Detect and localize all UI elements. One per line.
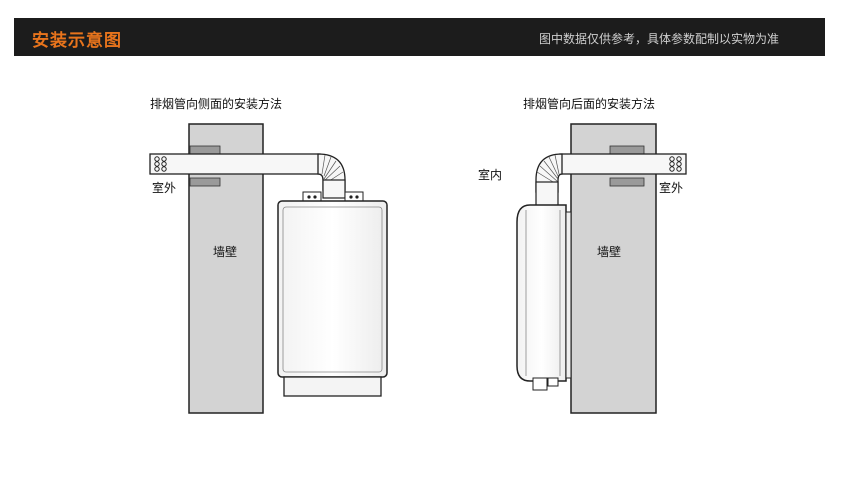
left-water-heater bbox=[277, 200, 388, 378]
right-mounting-plate bbox=[565, 211, 572, 379]
left-diagram: 排烟管向侧面的安装方法 bbox=[149, 96, 388, 414]
left-flue-pipe bbox=[149, 153, 321, 175]
right-wall-seal-bottom bbox=[609, 177, 645, 187]
left-wall-seal-top bbox=[189, 145, 221, 155]
left-wall-seal-bottom bbox=[189, 177, 221, 187]
right-outdoor-label: 室外 bbox=[659, 180, 683, 195]
right-elbow-ribs bbox=[536, 154, 560, 186]
right-diagram: 排烟管向后面的安装方法 bbox=[478, 96, 687, 414]
header-note: 图中数据仅供参考，具体参数配制以实物为准 bbox=[538, 32, 779, 46]
left-pipe-vent-icon bbox=[154, 156, 167, 172]
page-title: 安装示意图 bbox=[32, 31, 122, 51]
right-flue-pipe bbox=[559, 153, 687, 175]
right-diagram-title: 排烟管向后面的安装方法 bbox=[523, 96, 655, 111]
header-bar: 安装示意图 图中数据仅供参考，具体参数配制以实物为准 bbox=[14, 18, 825, 56]
right-wall-label: 墙壁 bbox=[597, 244, 621, 259]
left-heater-base bbox=[283, 376, 382, 397]
left-diagram-title: 排烟管向侧面的安装方法 bbox=[150, 96, 282, 111]
left-outdoor-label: 室外 bbox=[152, 180, 176, 195]
right-pipe-vent-icon bbox=[669, 156, 682, 172]
right-water-heater bbox=[516, 204, 567, 382]
right-vertical-pipe bbox=[535, 181, 559, 207]
right-bottom-fitting-2 bbox=[547, 377, 559, 387]
left-vertical-pipe bbox=[322, 179, 346, 199]
left-wall-label: 墙壁 bbox=[213, 244, 237, 259]
right-wall-seal-top bbox=[609, 145, 645, 155]
right-indoor-label: 室内 bbox=[478, 167, 502, 182]
right-bottom-fitting-1 bbox=[532, 377, 548, 391]
